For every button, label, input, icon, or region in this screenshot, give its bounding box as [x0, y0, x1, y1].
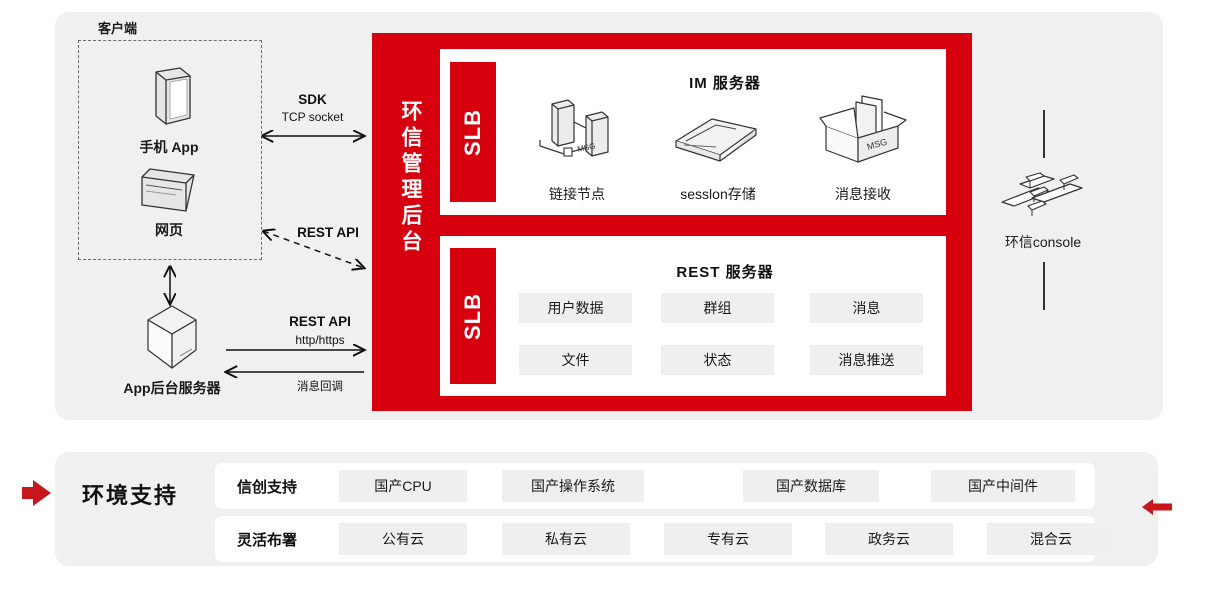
console-connector-top — [1043, 110, 1045, 158]
env-row-xinchuang: 信创支持 国产CPU 国产操作系统 国产数据库 国产中间件 — [215, 463, 1095, 509]
console-connector-bottom — [1043, 262, 1045, 310]
im-item-label-session-storage: sesslon存储 — [680, 186, 756, 202]
rest-api-backend-sub: http/https — [295, 333, 345, 347]
env-chip-hybrid-cloud[interactable]: 混合云 — [987, 523, 1115, 555]
message-receive-box-icon: MSG — [818, 92, 908, 172]
env-arrow-left-head-icon — [33, 480, 51, 506]
client-boundary-box — [78, 40, 262, 260]
rest-server-title: REST 服务器 — [676, 264, 774, 281]
slb-im-block: SLB — [450, 62, 496, 202]
env-chip-public-cloud[interactable]: 公有云 — [339, 523, 467, 555]
rest-api-client-title: REST API — [297, 225, 359, 240]
env-arrow-right-icon — [1142, 499, 1172, 515]
svg-text:MSG: MSG — [577, 141, 597, 154]
env-row-label-deployment: 灵活布署 — [237, 531, 298, 549]
console-label: 环信console — [1004, 234, 1082, 250]
link-nodes-icon: MSG — [534, 96, 626, 170]
server-stack-icon — [140, 302, 204, 376]
console-screens-icon — [998, 168, 1090, 224]
rest-item-message-push[interactable]: 消息推送 — [810, 345, 923, 375]
env-chip-domestic-middleware[interactable]: 国产中间件 — [931, 470, 1075, 502]
slb-rest-label: SLB — [460, 292, 485, 340]
im-item-label-link-nodes: 链接节点 — [549, 186, 605, 202]
sdk-connector-title: SDK — [298, 92, 327, 107]
env-chip-government-cloud[interactable]: 政务云 — [825, 523, 953, 555]
slb-rest-block: SLB — [450, 248, 496, 384]
env-arrow-left-stem — [22, 487, 34, 499]
environment-support-title: 环境支持 — [82, 483, 179, 508]
rest-item-status[interactable]: 状态 — [661, 345, 774, 375]
env-chip-domestic-cpu[interactable]: 国产CPU — [339, 470, 467, 502]
rest-item-group[interactable]: 群组 — [661, 293, 774, 323]
message-callback-label: 消息回调 — [297, 381, 343, 393]
env-chip-domestic-db[interactable]: 国产数据库 — [743, 470, 879, 502]
env-chip-private-cloud[interactable]: 私有云 — [502, 523, 630, 555]
rest-item-user-data[interactable]: 用户数据 — [519, 293, 632, 323]
sdk-connector-sub: TCP socket — [281, 110, 344, 124]
im-item-label-message-receive: 消息接收 — [835, 186, 891, 202]
slb-im-label: SLB — [460, 108, 485, 156]
env-chip-domestic-os[interactable]: 国产操作系统 — [502, 470, 644, 502]
rest-item-message[interactable]: 消息 — [810, 293, 923, 323]
env-chip-dedicated-cloud[interactable]: 专有云 — [664, 523, 792, 555]
env-row-deployment: 灵活布署 公有云 私有云 专有云 政务云 混合云 — [215, 516, 1115, 562]
im-server-title: IM 服务器 — [689, 75, 761, 92]
env-row-label-xinchuang: 信创支持 — [237, 478, 298, 496]
client-node-label-phone: 手机 App — [139, 139, 199, 155]
session-storage-icon — [672, 113, 760, 167]
web-page-icon — [136, 163, 200, 219]
mobile-phone-icon — [140, 66, 196, 130]
rest-api-backend-title: REST API — [289, 314, 351, 329]
client-box-label: 客户端 — [92, 18, 144, 37]
rest-item-file[interactable]: 文件 — [519, 345, 632, 375]
backend-server-label: App后台服务器 — [123, 380, 221, 396]
huanxin-management-backend-title: 环信管理后台 — [399, 100, 422, 256]
client-node-label-web: 网页 — [155, 222, 183, 238]
